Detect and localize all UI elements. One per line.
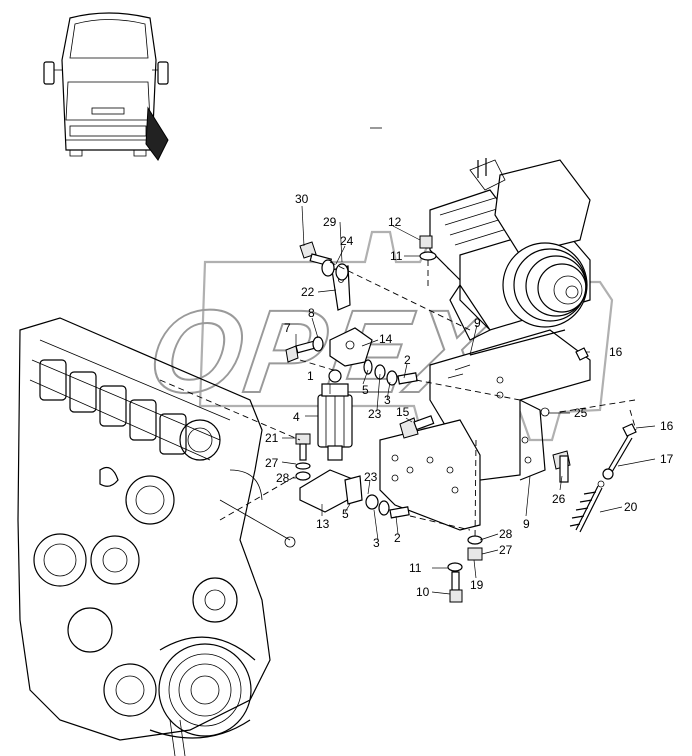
callout-27-right: 27: [499, 543, 513, 557]
callout-15: 15: [396, 405, 410, 419]
callout-14: 14: [379, 332, 393, 346]
callout-1: 1: [307, 369, 314, 383]
tensioner-cylinder: [299, 265, 373, 513]
callout-22: 22: [301, 285, 315, 299]
callout-23-bottom: 23: [364, 470, 378, 484]
callout-29: 29: [323, 215, 337, 229]
compressor-bracket: [379, 329, 591, 531]
air-compressor: [429, 158, 591, 341]
callout-9-top: 9: [474, 316, 481, 330]
assembly-lines: [159, 260, 637, 541]
callout-3-top: 3: [384, 393, 391, 407]
callout-7: 7: [284, 321, 291, 335]
callout-2-top: 2: [404, 353, 411, 367]
callout-28-right: 28: [499, 527, 513, 541]
callout-25: 25: [574, 406, 588, 420]
callout-16-right: 16: [660, 419, 674, 433]
leader-lines: [281, 205, 656, 595]
callout-13: 13: [316, 517, 330, 531]
fasteners: [285, 235, 637, 603]
callout-8: 8: [308, 306, 315, 320]
bus-front-thumbnail: [43, 12, 382, 161]
callout-10: 10: [416, 585, 430, 599]
callout-21: 21: [265, 431, 279, 445]
callout-24: 24: [340, 234, 354, 248]
callout-19: 19: [470, 578, 484, 592]
callout-23-top: 23: [368, 407, 382, 421]
callout-11-top: 11: [390, 249, 403, 263]
engine-block: [17, 317, 296, 756]
callout-2-bottom: 2: [394, 531, 401, 545]
callout-4: 4: [293, 410, 300, 424]
callout-9-bottom: 9: [523, 517, 530, 531]
callout-30: 30: [295, 192, 309, 206]
callout-5-top: 5: [362, 383, 369, 397]
callout-12: 12: [388, 215, 402, 229]
callout-16-top: 16: [609, 345, 623, 359]
callout-17: 17: [660, 452, 674, 466]
callout-11-bottom: 11: [409, 561, 422, 575]
callout-3-bottom: 3: [373, 536, 380, 550]
callout-5-bottom: 5: [342, 507, 349, 521]
callout-26: 26: [552, 492, 566, 506]
callout-27-left: 27: [265, 456, 279, 470]
callout-28-left: 28: [276, 471, 290, 485]
callout-20: 20: [624, 500, 638, 514]
callout-labels: 30 29 24 12 11 22 8 7 14 9 16 2 1 5 3 23…: [265, 192, 674, 599]
